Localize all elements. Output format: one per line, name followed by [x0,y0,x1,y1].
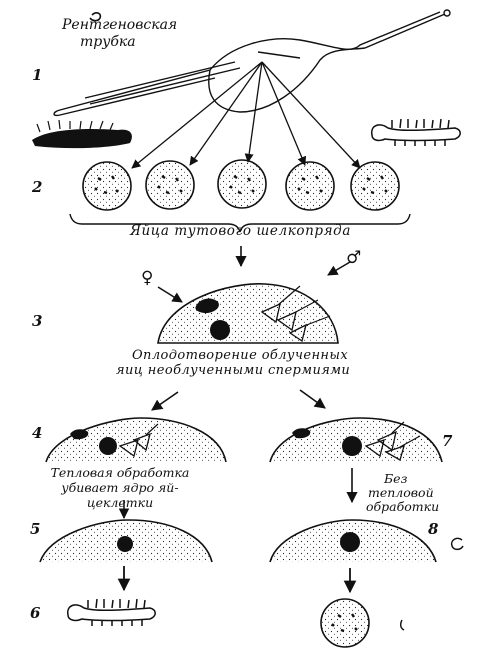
eggs-caption: Яйца тутового шелкопряда [130,223,351,239]
female-arrow [157,286,183,303]
male-symbol: ♂ [346,248,362,268]
egg-step-4 [45,417,227,463]
fertilization-egg [157,283,339,344]
step-number-7: 7 [442,432,453,450]
result-egg [320,598,370,648]
result-caterpillar [67,598,156,626]
mark-glyph [399,619,405,631]
fertilization-caption-line2: яиц необлученными спермиями [116,363,351,378]
egg-step-5 [39,519,213,563]
egg [82,161,132,211]
tube-top-glyph [89,12,102,22]
arrow-to-step4 [151,391,179,411]
no-heat-caption-line2: тепловой [368,485,434,500]
step-number-3: 3 [32,312,43,330]
egg [145,160,195,210]
male-arrow [327,261,351,276]
no-heat-caption-line1: Без [384,471,408,486]
female-symbol: ♀ [141,268,154,288]
heat-treatment-caption-line1: Тепловая обработка [50,465,190,480]
xray-tube-label-line2: трубка [80,34,136,50]
step-number-1: 1 [32,66,43,84]
heat-treatment-caption-line3: цеклетки [86,495,154,510]
step-number-6: 6 [30,604,41,622]
step-number-2: 2 [32,178,43,196]
step-number-4: 4 [32,424,43,442]
step-number-5: 5 [30,520,41,538]
fertilization-caption-line1: Оплодотворение облученных [132,348,349,363]
xray-tube-label-line1: Рентгеновская [62,17,178,33]
egg-step-7 [269,417,443,463]
step-number-8: 8 [428,520,439,538]
egg [350,161,400,211]
side-glyph [450,537,464,551]
egg-step-8 [269,519,437,563]
egg [285,161,335,211]
dark-caterpillar [32,119,132,149]
no-heat-caption-line3: обработки [366,499,440,514]
xray-rays [131,61,361,169]
eggs-bracket [69,213,411,233]
egg [217,159,267,209]
eggs-row [82,159,400,211]
light-caterpillar [371,118,461,146]
heat-treatment-caption-line2: убивает ядро яй- [61,480,179,495]
arrow-to-step7 [299,389,326,409]
